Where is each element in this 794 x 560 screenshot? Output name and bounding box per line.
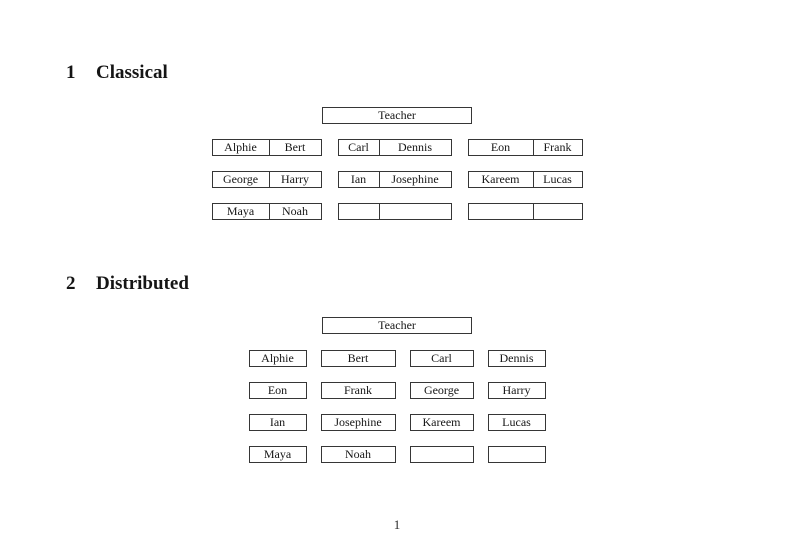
seat-name: Kareem: [469, 172, 534, 187]
seat-name: Frank: [543, 140, 572, 154]
desk-box: Eon Frank: [467, 139, 583, 156]
seat-name: Dennis: [487, 350, 546, 367]
desk-box: Alphie Bert: [211, 139, 322, 156]
seat-name: Dennis: [398, 140, 432, 154]
seat-empty: [380, 204, 451, 219]
seat-name: Lucas: [487, 414, 546, 431]
section-heading-classical: 1 Classical: [66, 62, 168, 83]
classical-teacher-row: Teacher: [0, 107, 794, 124]
seat-name: George: [213, 172, 270, 187]
seat-name: Alphie: [248, 350, 307, 367]
section-title: Classical: [96, 62, 168, 83]
seat-name: George: [409, 382, 474, 399]
seat-name: Eon: [248, 382, 307, 399]
section-heading-distributed: 2 Distributed: [66, 273, 189, 294]
seat-empty: [409, 446, 474, 463]
distributed-desk-row: Eon Frank George Harry: [0, 382, 794, 399]
seat-name: Alphie: [213, 140, 270, 155]
seat-empty: [487, 446, 546, 463]
section-number: 1: [66, 62, 76, 83]
seat-name: Josephine: [391, 172, 439, 186]
seat-name: Maya: [213, 204, 270, 219]
classical-desk-row: George Harry Ian Josephine Kareem Lucas: [0, 171, 794, 188]
desk-box: Ian Josephine: [337, 171, 452, 188]
distributed-desk-row: Ian Josephine Kareem Lucas: [0, 414, 794, 431]
page-number: 1: [393, 517, 401, 532]
seat-name: Josephine: [320, 414, 396, 431]
teacher-box: Teacher: [322, 317, 472, 334]
classical-desk-row: Maya Noah: [0, 203, 794, 220]
seat-name: Carl: [409, 350, 474, 367]
desk-box: Kareem Lucas: [467, 171, 583, 188]
distributed-teacher-row: Teacher: [0, 317, 794, 334]
desk-box: George Harry: [211, 171, 322, 188]
seat-name: Noah: [282, 204, 308, 218]
seat-name: Lucas: [543, 172, 572, 186]
desk-box: Carl Dennis: [337, 139, 452, 156]
seat-name: Ian: [248, 414, 307, 431]
seat-name: Harry: [487, 382, 546, 399]
seat-name: Carl: [339, 140, 380, 155]
seat-name: Eon: [469, 140, 534, 155]
seat-name: Maya: [248, 446, 307, 463]
seat-empty: [469, 204, 534, 219]
seat-name: Kareem: [409, 414, 474, 431]
distributed-desk-row: Alphie Bert Carl Dennis: [0, 350, 794, 367]
classical-desk-row: Alphie Bert Carl Dennis Eon Frank: [0, 139, 794, 156]
section-title: Distributed: [96, 273, 189, 294]
distributed-desk-row: Maya Noah: [0, 446, 794, 463]
seat-name: Noah: [320, 446, 396, 463]
desk-box-empty: [467, 203, 583, 220]
seat-name: Frank: [320, 382, 396, 399]
section-number: 2: [66, 273, 76, 294]
seat-name: Bert: [320, 350, 396, 367]
seat-name: Bert: [284, 140, 306, 154]
desk-box: Maya Noah: [211, 203, 322, 220]
seat-empty: [534, 204, 582, 219]
seat-name: Ian: [339, 172, 380, 187]
seat-name: Harry: [281, 172, 309, 186]
teacher-box: Teacher: [322, 107, 472, 124]
desk-box-empty: [337, 203, 452, 220]
seat-empty: [339, 204, 380, 219]
